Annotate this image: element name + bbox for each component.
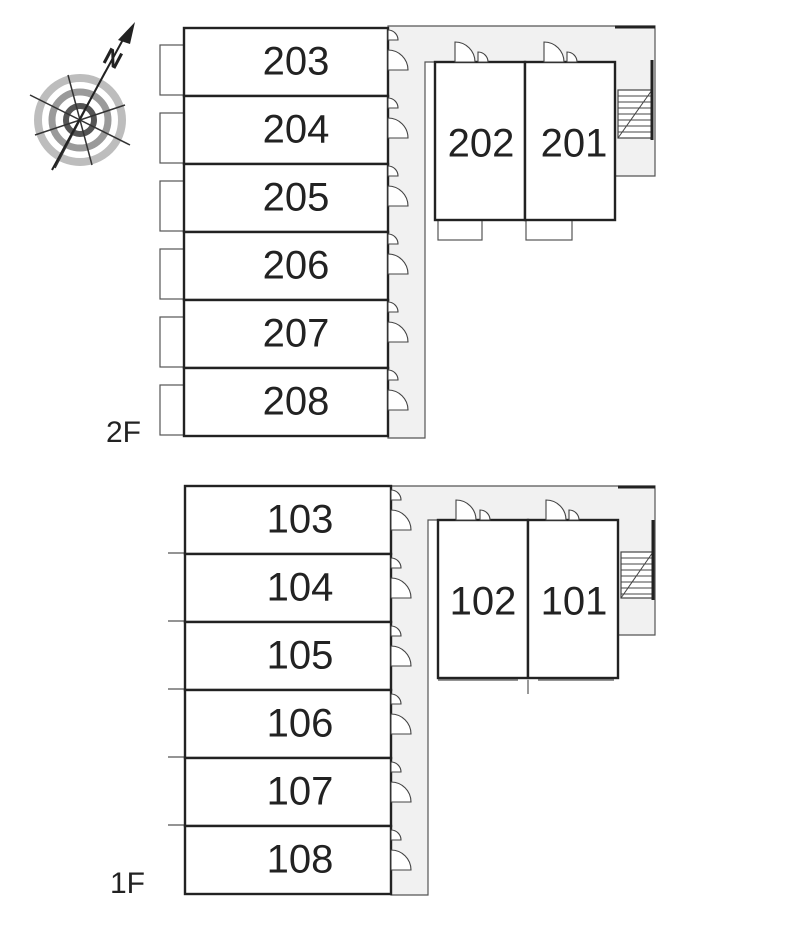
room-label: 101 bbox=[541, 580, 608, 624]
room-label: 103 bbox=[267, 498, 334, 542]
room-label: 206 bbox=[263, 244, 330, 288]
compass-icon: N bbox=[29, 22, 135, 171]
floor-2f: 203 204 205 206 207 208 202 201 2F bbox=[106, 25, 656, 449]
unit-106 bbox=[183, 688, 393, 760]
floor-label-2f: 2F bbox=[106, 416, 141, 449]
staircase-2f bbox=[617, 60, 654, 140]
room-label: 207 bbox=[263, 312, 330, 356]
unit-202 bbox=[433, 60, 527, 222]
room-label: 201 bbox=[541, 122, 608, 166]
room-label: 108 bbox=[267, 838, 334, 882]
door-icons-1f bbox=[390, 489, 580, 871]
room-label: 104 bbox=[267, 566, 334, 610]
unit-108 bbox=[183, 824, 393, 896]
room-label: 204 bbox=[263, 108, 330, 152]
door-icons-2f bbox=[387, 29, 578, 411]
unit-201 bbox=[523, 60, 617, 222]
room-label: 106 bbox=[267, 702, 334, 746]
unit-103 bbox=[183, 484, 393, 556]
staircase-1f bbox=[620, 520, 655, 600]
room-label: 102 bbox=[450, 580, 517, 624]
room-label: 208 bbox=[263, 380, 330, 424]
room-label: 107 bbox=[267, 770, 334, 814]
unit-204 bbox=[182, 94, 390, 166]
floor-label-1f: 1F bbox=[110, 867, 145, 900]
unit-101 bbox=[526, 518, 620, 680]
north-label: N bbox=[99, 43, 127, 75]
floor-1f: 103 104 105 106 107 108 102 101 1F bbox=[110, 484, 656, 900]
unit-206 bbox=[182, 230, 390, 302]
unit-205 bbox=[182, 162, 390, 234]
room-label: 105 bbox=[267, 634, 334, 678]
room-label: 202 bbox=[448, 122, 515, 166]
room-label: 205 bbox=[263, 176, 330, 220]
unit-104 bbox=[183, 552, 393, 624]
room-label: 203 bbox=[263, 40, 330, 84]
